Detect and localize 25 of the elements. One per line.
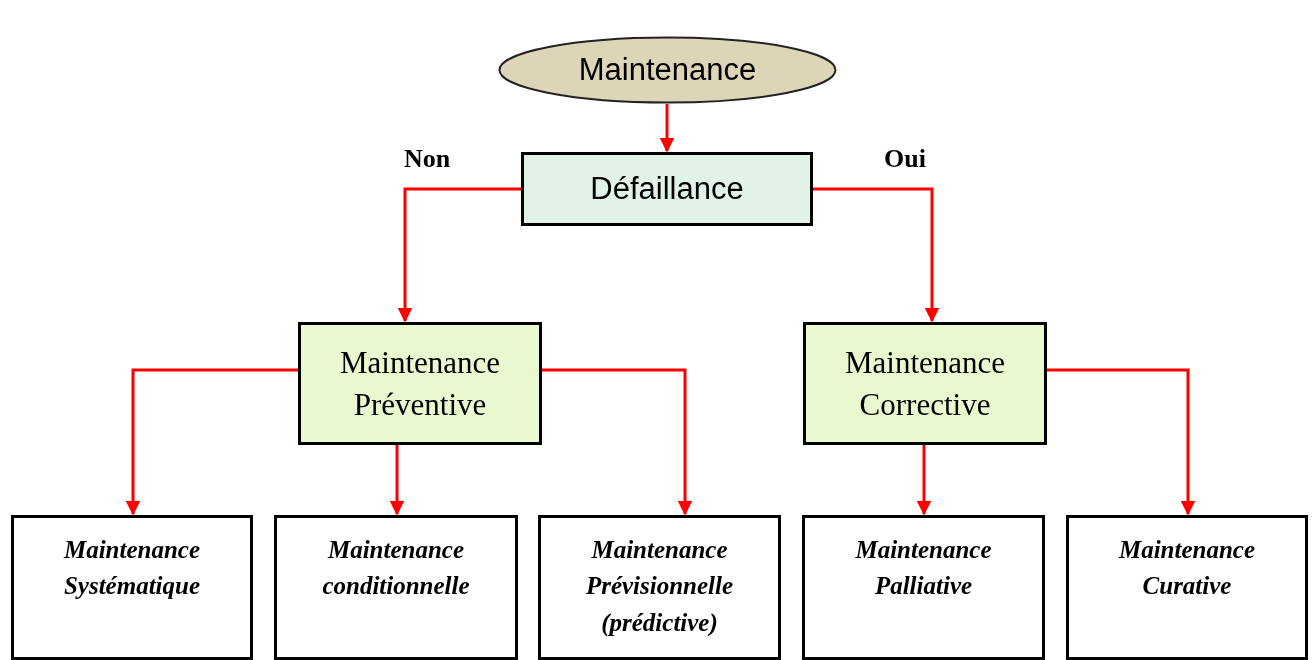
arrow xyxy=(659,104,675,153)
arrow xyxy=(542,368,693,516)
type-box xyxy=(802,515,1045,660)
type-box xyxy=(538,515,781,660)
arrow xyxy=(813,187,940,323)
arrow xyxy=(389,445,405,516)
node-label: Maintenance Curative xyxy=(1117,535,1257,602)
category-box xyxy=(803,322,1047,445)
node-label: Maintenance conditionnelle xyxy=(321,535,471,602)
arrow xyxy=(1047,368,1196,516)
node-label: Maintenance Corrective xyxy=(843,343,1007,424)
node-label: Maintenance Préventive xyxy=(338,343,502,424)
type-box xyxy=(274,515,518,660)
node-label: Défaillance xyxy=(590,171,744,207)
type-box xyxy=(1066,515,1308,660)
type-box xyxy=(11,515,253,660)
arrow xyxy=(125,368,298,516)
category-box xyxy=(298,322,542,445)
decision-box xyxy=(521,152,813,226)
node-label: Maintenance Palliative xyxy=(854,535,993,602)
node-label: Maintenance xyxy=(578,52,757,88)
node-label: Maintenance Systématique xyxy=(62,535,202,602)
arrow xyxy=(916,445,932,516)
arrow xyxy=(397,187,521,323)
node-label: Maintenance Prévisionnelle (prédictive) xyxy=(584,535,735,638)
